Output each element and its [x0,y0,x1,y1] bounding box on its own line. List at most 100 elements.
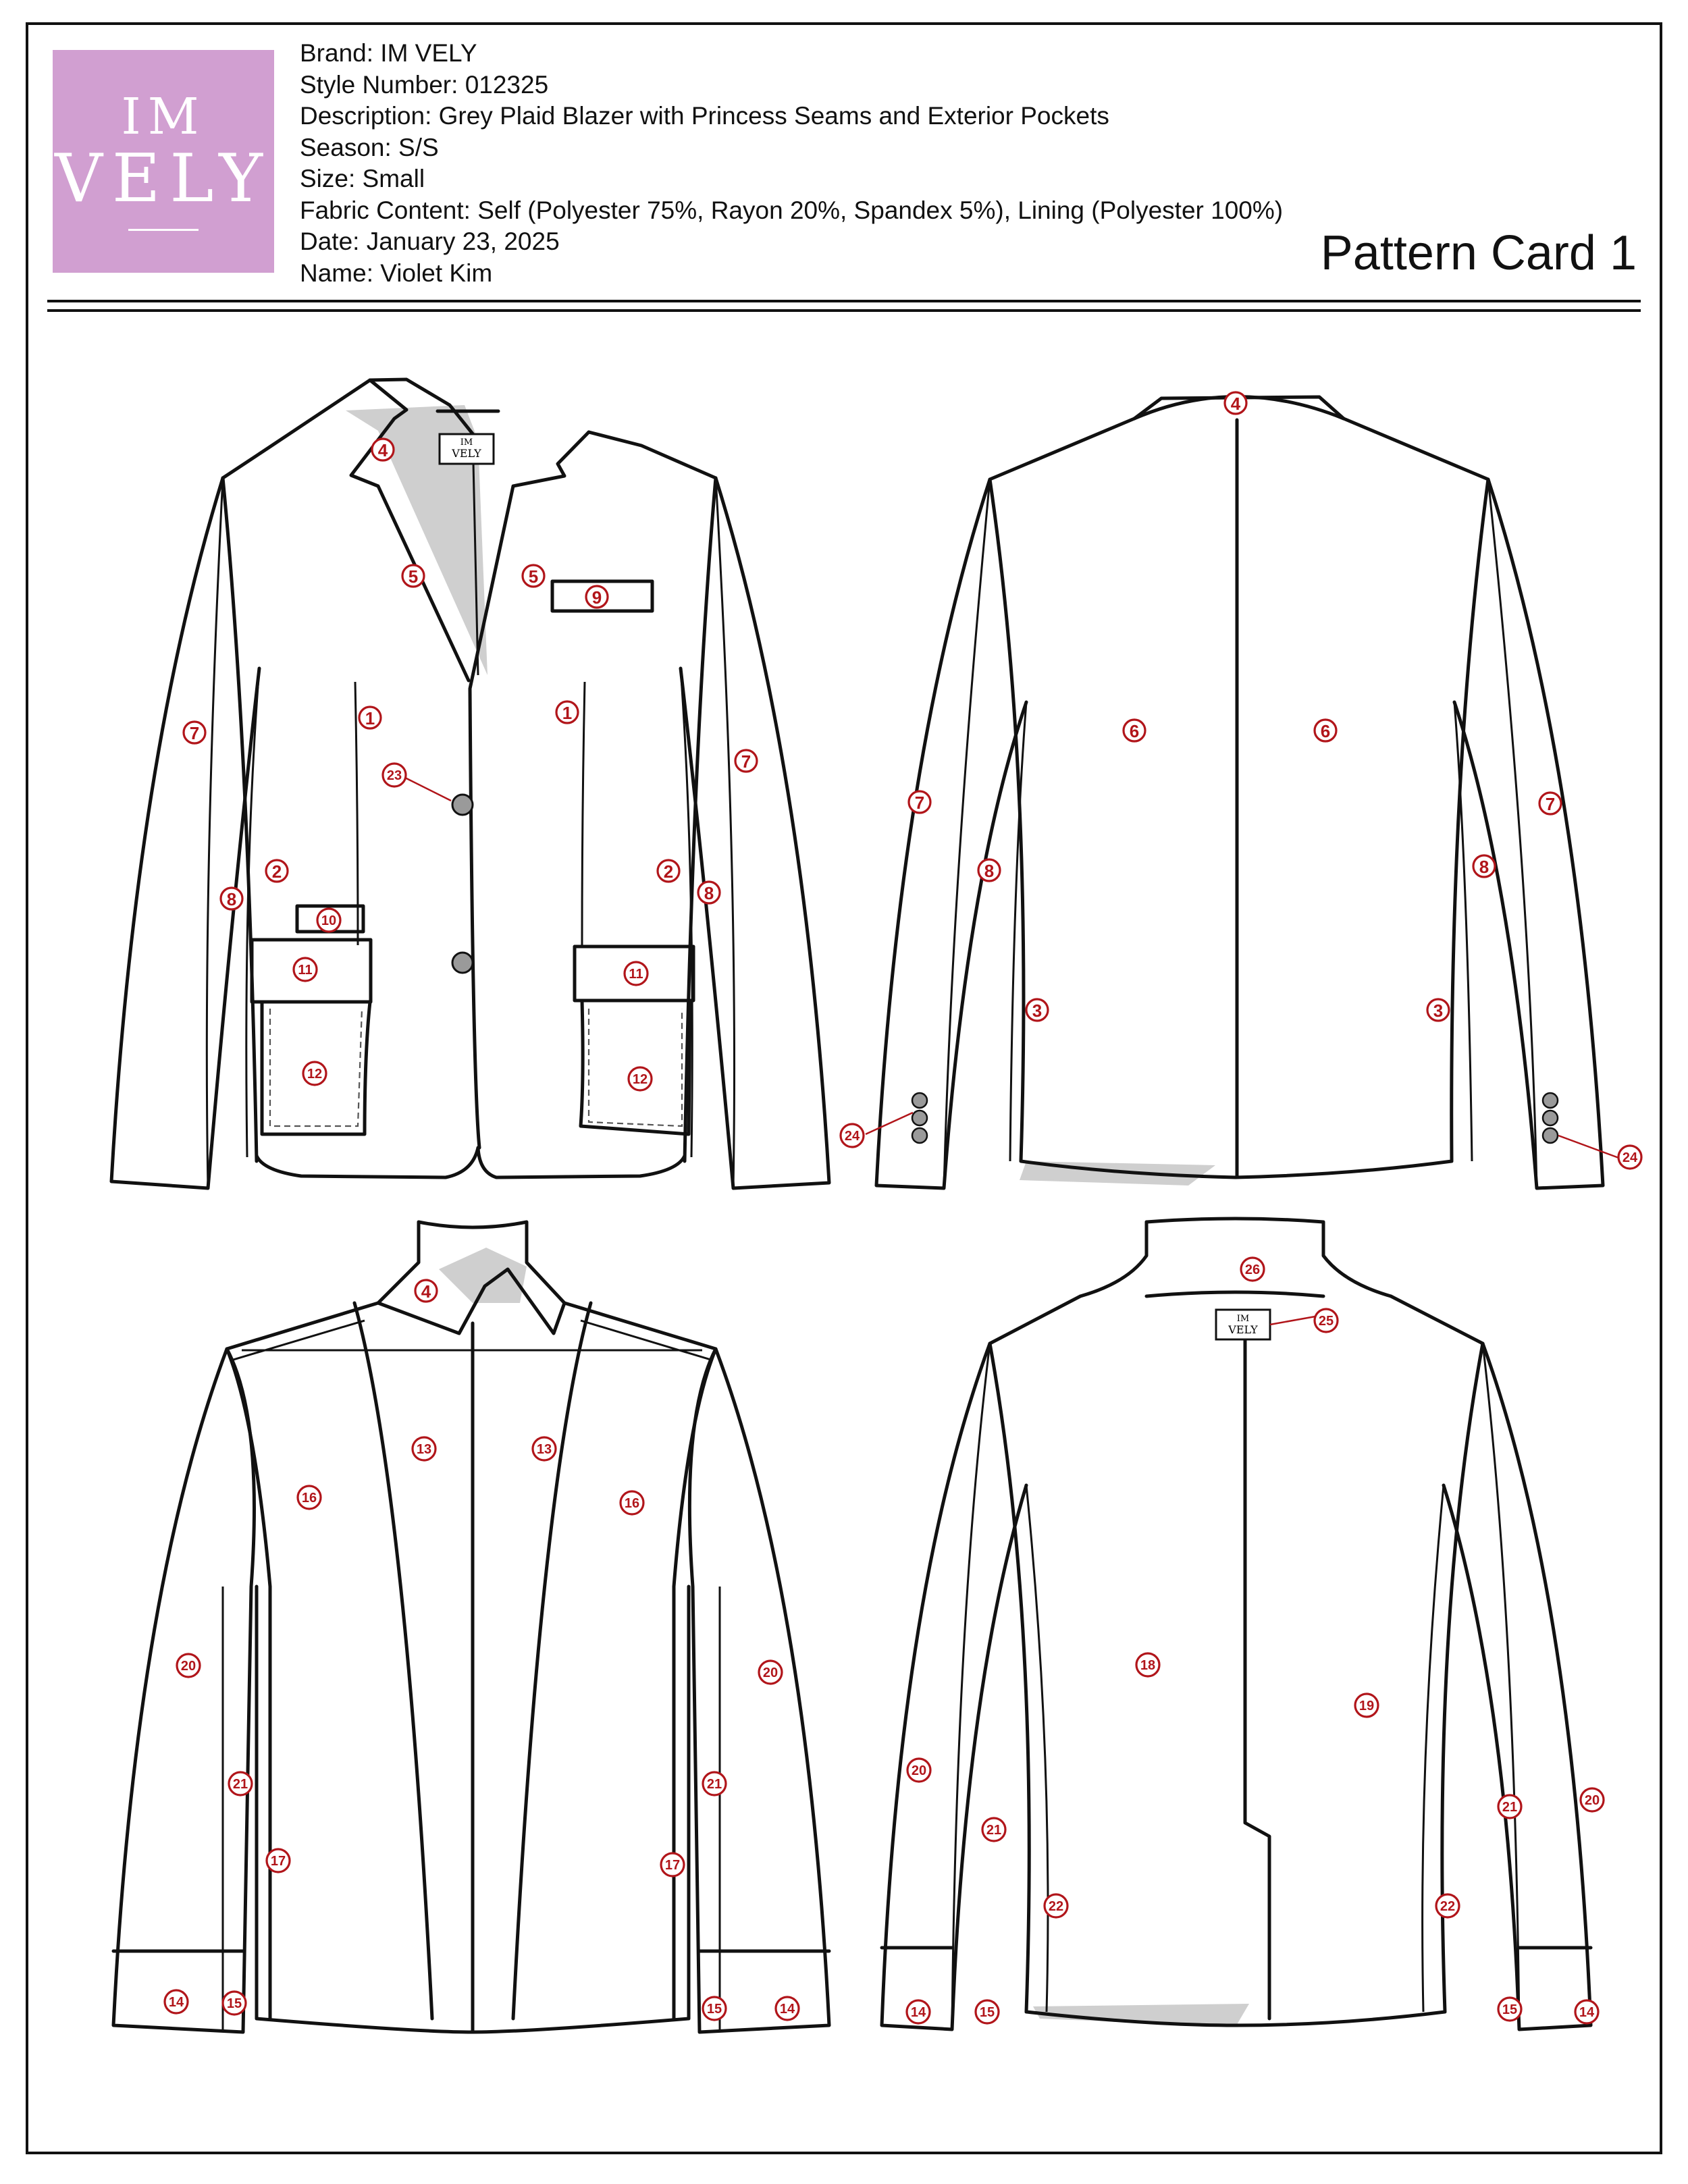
piece-marker-20: 20 [176,1653,201,1678]
piece-marker-25: 25 [1313,1308,1339,1333]
brand-logo: IM VELY [53,50,274,273]
piece-marker-7: 7 [734,749,758,773]
piece-marker-6: 6 [1122,718,1146,743]
piece-marker-number: 8 [227,889,236,909]
piece-marker-number: 13 [537,1442,552,1457]
piece-marker-20: 20 [1579,1787,1605,1813]
piece-marker-15: 15 [974,1999,1000,2025]
piece-marker-circle [1122,718,1146,743]
piece-marker-number: 14 [911,2005,926,2020]
piece-marker-2: 2 [656,859,681,883]
piece-marker-circle [555,700,579,724]
piece-marker-11: 11 [292,957,318,982]
piece-marker-15: 15 [1497,1996,1523,2022]
piece-marker-16: 16 [296,1485,322,1510]
piece-marker-circle [623,961,649,986]
piece-marker-1: 1 [555,700,579,724]
sleeve-button-callout-right [1558,1134,1621,1160]
piece-marker-number: 6 [1321,721,1330,741]
piece-marker-circle [656,859,681,883]
piece-marker-circle [163,1989,189,2015]
back-lining-brand-label [1215,1308,1271,1341]
piece-marker-circle [401,564,425,588]
piece-marker-number: 13 [417,1442,431,1457]
piece-marker-19: 19 [1354,1693,1379,1718]
piece-marker-number: 21 [707,1777,722,1792]
piece-marker-15: 15 [221,1990,247,2016]
piece-marker-number: 3 [1433,1001,1443,1021]
piece-marker-circle [974,1999,1000,2025]
piece-marker-14: 14 [774,1996,800,2021]
piece-marker-circle [531,1436,557,1462]
spec-info-block: Brand: IM VELY Style Number: 012325 Desc… [300,38,1283,289]
header-rule-top [47,300,1641,302]
piece-marker-17: 17 [660,1852,685,1877]
piece-marker-21: 21 [981,1817,1007,1842]
piece-marker-number: 4 [421,1281,431,1302]
piece-marker-9: 9 [585,585,609,609]
piece-marker-20: 20 [906,1757,932,1783]
piece-marker-7: 7 [907,790,932,814]
piece-marker-number: 21 [1502,1800,1517,1815]
piece-marker-20: 20 [758,1659,783,1685]
piece-marker-3: 3 [1426,998,1450,1022]
piece-marker-circle [265,859,289,883]
front-blazer-sketch: IM VELY [109,377,831,1190]
piece-marker-number: 9 [592,587,602,608]
piece-marker-4: 4 [371,437,395,462]
fabric-line: Fabric Content: Self (Polyester 75%, Ray… [300,196,1284,224]
piece-marker-21: 21 [1497,1794,1523,1819]
brand-line: Brand: IM VELY [300,39,477,67]
piece-marker-number: 22 [1440,1899,1455,1914]
piece-marker-number: 6 [1130,721,1139,741]
piece-marker-number: 7 [741,751,751,772]
back-lining-hem-fill [1033,2004,1249,2027]
piece-marker-circle [1617,1144,1643,1170]
piece-marker-circle [1579,1787,1605,1813]
piece-marker-circle [1025,998,1049,1022]
piece-marker-number: 12 [633,1072,648,1087]
piece-marker-number: 8 [704,883,714,903]
piece-marker-number: 3 [1032,1001,1042,1021]
piece-marker-circle [1135,1652,1161,1678]
piece-marker-4: 4 [414,1279,438,1303]
front-brand-label [438,433,495,465]
piece-marker-circle [316,907,342,933]
piece-marker-number: 7 [1546,794,1555,814]
piece-marker-circle [702,1771,727,1796]
piece-marker-5: 5 [401,564,425,588]
piece-marker-number: 7 [915,793,924,813]
piece-marker-number: 18 [1140,1658,1155,1673]
piece-marker-6: 6 [1313,718,1338,743]
piece-marker-12: 12 [627,1066,653,1092]
piece-marker-circle [302,1061,327,1086]
piece-marker-circle [414,1279,438,1303]
piece-marker-circle [1472,854,1496,878]
piece-marker-number: 20 [1585,1793,1600,1808]
pattern-card-title: Pattern Card 1 [1320,226,1637,280]
piece-marker-circle [660,1852,685,1877]
piece-marker-number: 20 [912,1763,926,1778]
style-number-line: Style Number: 012325 [300,70,549,99]
piece-marker-circle [906,1757,932,1783]
piece-marker-number: 17 [665,1858,680,1873]
piece-marker-number: 20 [181,1659,196,1674]
back-blazer-sketch [865,395,1621,1190]
piece-marker-circle [381,762,407,788]
piece-marker-15: 15 [702,1996,727,2021]
piece-marker-number: 23 [387,768,402,783]
front-lining-collar-fill [439,1248,527,1303]
piece-marker-number: 24 [845,1129,860,1144]
season-line: Season: S/S [300,133,439,161]
piece-marker-circle [702,1996,727,2021]
piece-marker-circle [627,1066,653,1092]
back-lining-sketch: IM VELY [880,1217,1593,2031]
piece-marker-17: 17 [265,1848,291,1873]
piece-marker-number: 14 [169,1995,184,2010]
piece-marker-number: 15 [1502,2002,1517,2017]
sleeve-button-callout-left [865,1111,914,1136]
piece-marker-number: 16 [625,1496,639,1511]
piece-marker-number: 15 [227,1996,242,2011]
piece-marker-number: 4 [1231,394,1241,414]
